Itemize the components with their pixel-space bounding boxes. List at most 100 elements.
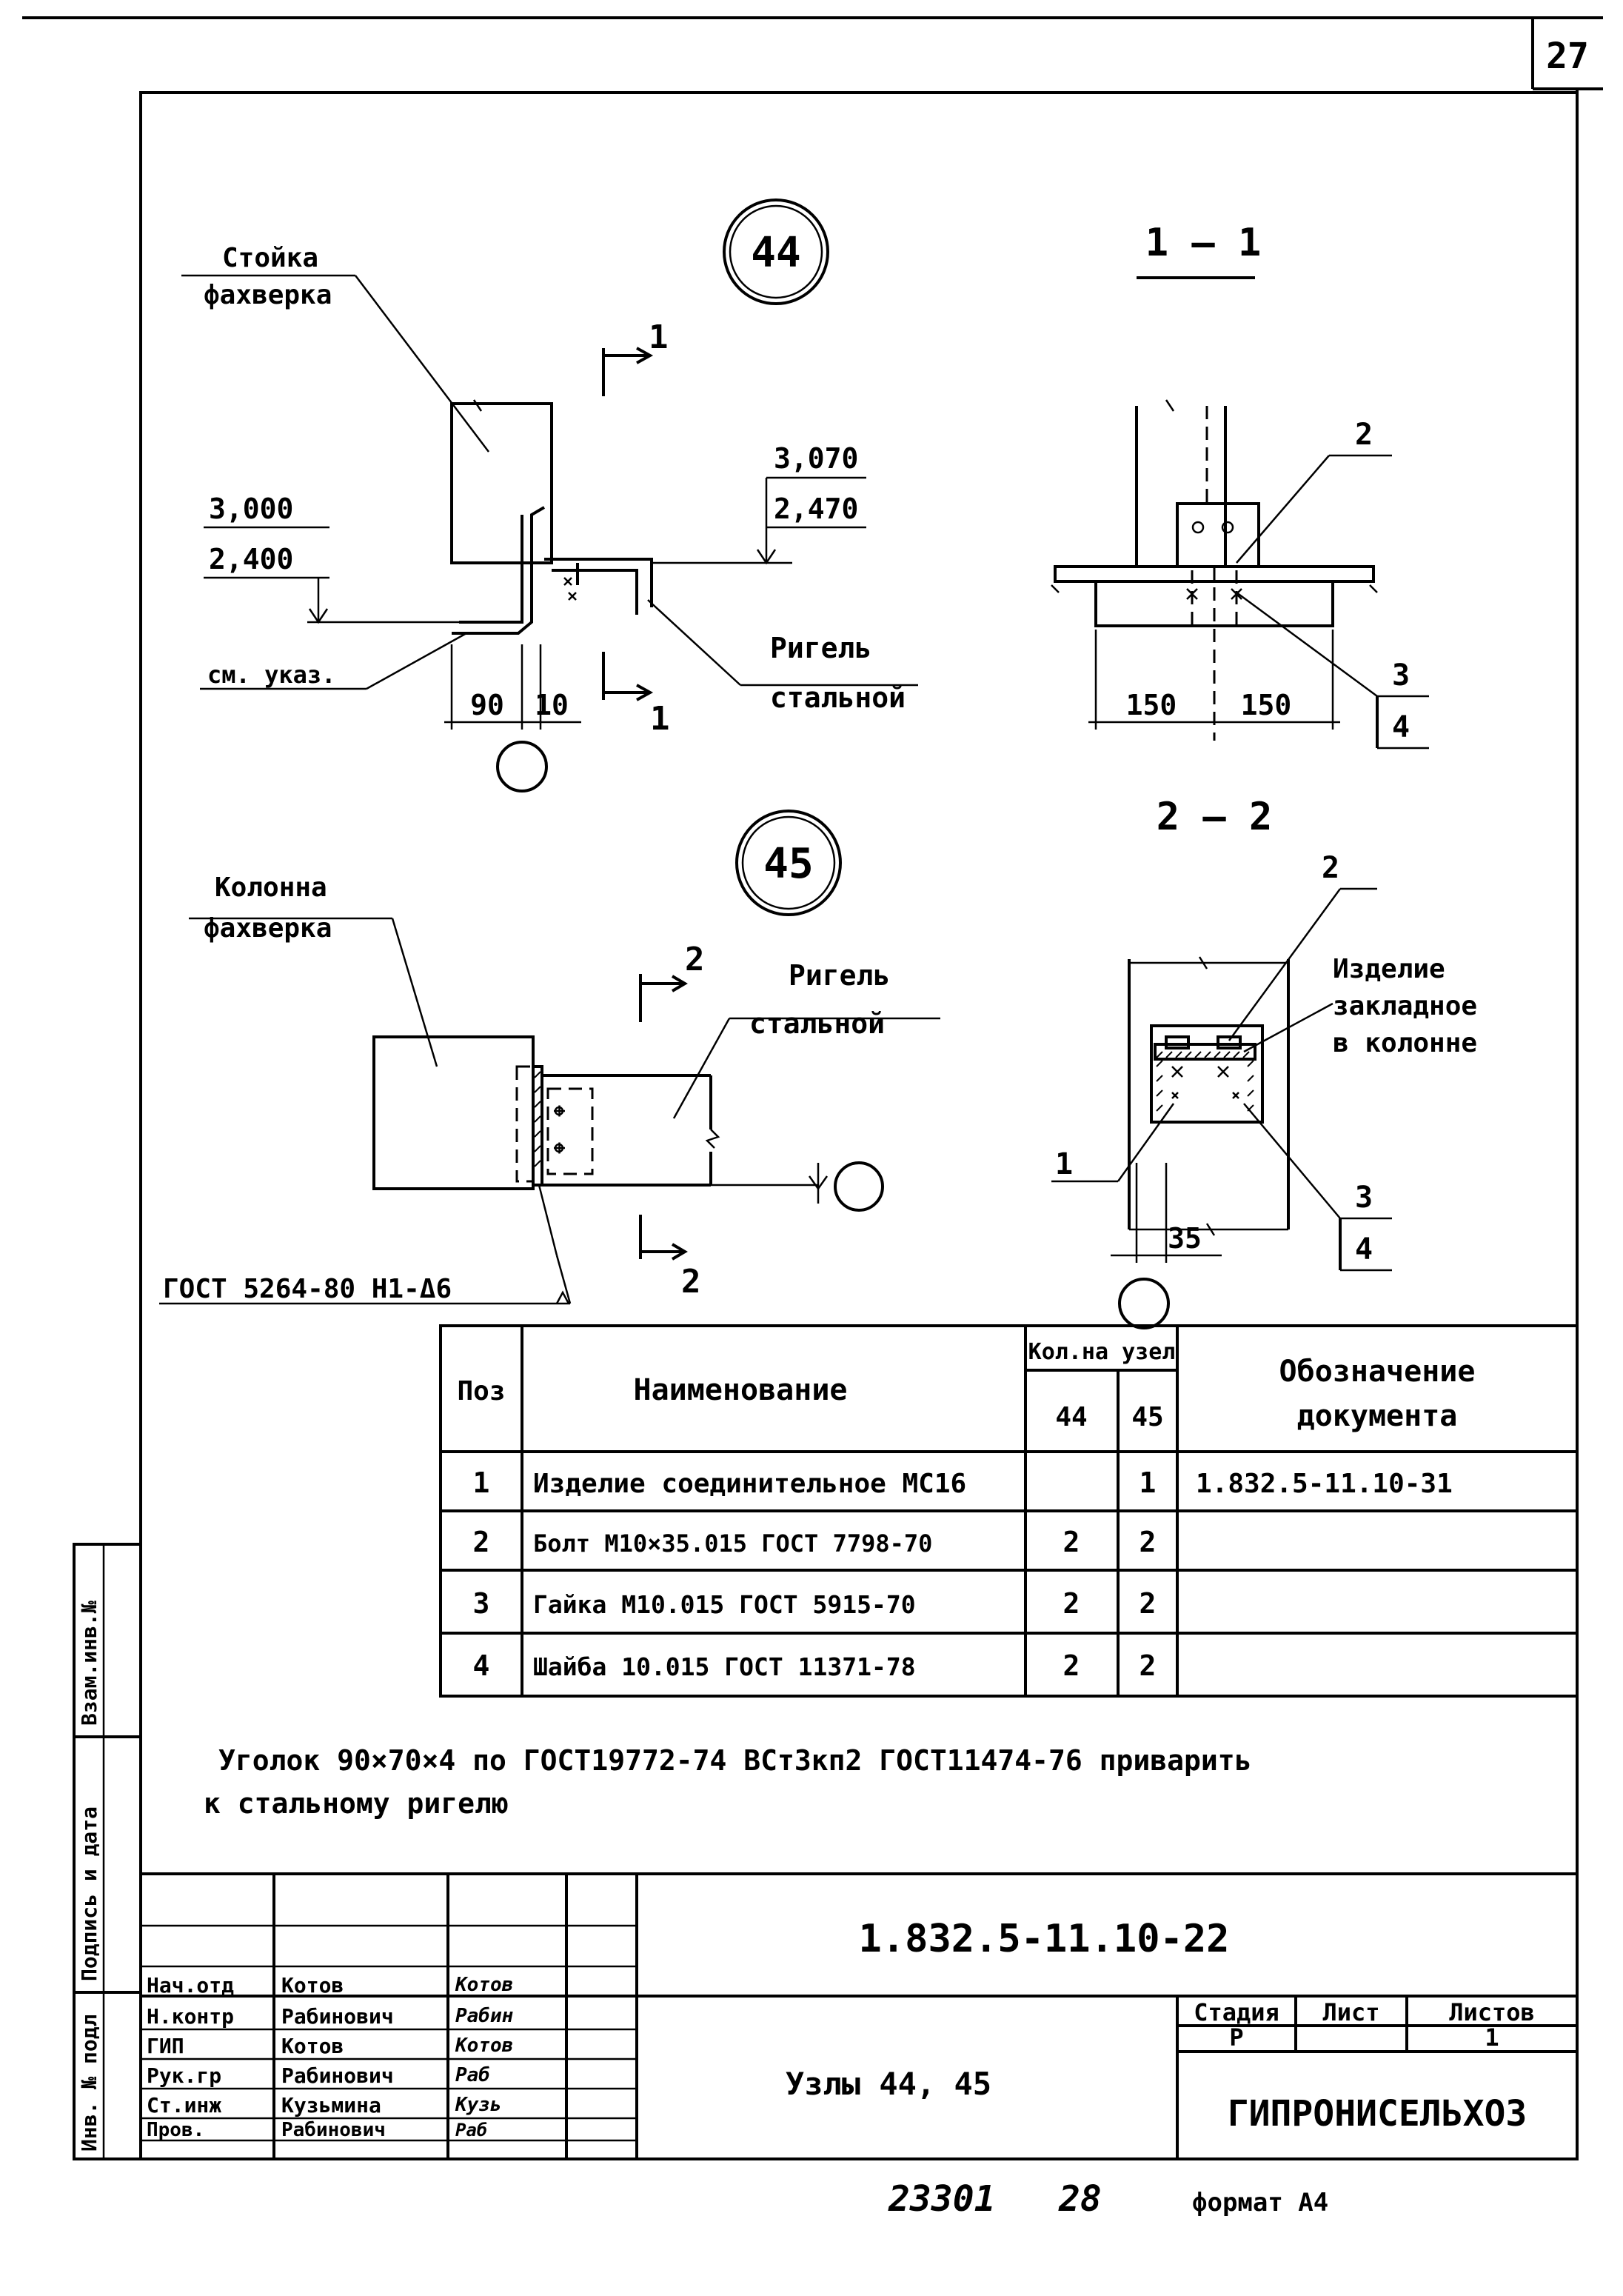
staff-name-2: Рабинович	[281, 2004, 394, 2029]
table-header-qty-45: 45	[1131, 1402, 1163, 1432]
node-45-section-mark-top: 2	[685, 941, 705, 978]
sec-dim-150-a: 150	[1126, 689, 1177, 721]
section-2-2-title: 2 – 2	[1157, 795, 1273, 839]
side-stamp-replace: Взам.инв.№	[77, 1601, 101, 1726]
section-2-2-drawing	[1051, 887, 1392, 1329]
node-44-label: 44	[751, 229, 800, 277]
table-header-qty-44: 44	[1055, 1402, 1087, 1432]
row-2-q44: 2	[1063, 1526, 1080, 1558]
callout-2-s22: 2	[1322, 851, 1339, 885]
row-3-q44: 2	[1063, 1587, 1080, 1620]
staff-sign-5: Кузь	[455, 2094, 502, 2116]
side-stamp-signature: Подпись и дата	[77, 1806, 101, 1981]
table-header-doc-2: документа	[1297, 1399, 1458, 1433]
row-1-q45: 1	[1140, 1466, 1157, 1499]
table-header-qty: Кол.на узел	[1028, 1339, 1176, 1365]
callout-2-s11: 2	[1355, 418, 1373, 452]
stage-value: Р	[1229, 2023, 1243, 2052]
node-45-label: 45	[763, 840, 813, 888]
table-row: 2 Болт М10×35.015 ГОСТ 7798-70 2 2	[473, 1526, 1157, 1558]
title-block	[141, 1872, 1577, 2159]
page-number: 27	[1546, 36, 1589, 77]
stage-header: Стадия	[1194, 1998, 1279, 2026]
staff-sign-3: Котов	[455, 2035, 513, 2057]
dim-90: 90	[470, 689, 504, 721]
stamp-number: 23301	[888, 2178, 996, 2220]
staff-role-1: Нач.отд	[147, 1973, 234, 1998]
elevation-right-2: 2,470	[774, 493, 858, 525]
section-1-1-title: 1 – 1	[1145, 221, 1262, 265]
staff-sign-1: Котов	[455, 1974, 513, 1996]
callout-1-s22: 1	[1055, 1147, 1073, 1181]
sheets-value: 1	[1485, 2023, 1499, 2052]
sheet-header: Лист	[1322, 1998, 1379, 2026]
beam-label-2-n44: стальной	[770, 681, 906, 714]
table-row: 3 Гайка М10.015 ГОСТ 5915-70 2 2	[473, 1587, 1157, 1620]
staff-sign-4: Раб	[455, 2064, 490, 2086]
staff-name-6: Рабинович	[281, 2119, 386, 2141]
row-1-name: Изделие соединительное МС16	[533, 1469, 966, 1499]
staff-role-2: Н.контр	[147, 2004, 234, 2029]
row-2-q45: 2	[1140, 1526, 1157, 1558]
sheets-header: Листов	[1449, 1998, 1535, 2026]
sec-dim-150-b: 150	[1241, 689, 1292, 721]
dim-35: 35	[1168, 1222, 1202, 1255]
staff-name-5: Кузьмина	[281, 2093, 381, 2118]
row-3-q45: 2	[1140, 1587, 1157, 1620]
beam-label-1-n44: Ригель	[770, 632, 871, 664]
post-label-1: Стойка	[222, 243, 318, 273]
callout-4-s22: 4	[1355, 1232, 1373, 1267]
staff-role-4: Рук.гр	[147, 2063, 221, 2088]
staff-name-4: Рабинович	[281, 2063, 394, 2088]
note-line-2: к стальному ригелю	[204, 1787, 509, 1820]
elevation-left-1: 3,000	[209, 493, 293, 525]
row-4-q44: 2	[1063, 1649, 1080, 1682]
embed-label-3: в колонне	[1333, 1028, 1477, 1058]
row-3-pos: 3	[473, 1587, 490, 1620]
staff-name-3: Котов	[281, 2034, 344, 2058]
table-row: 1 Изделие соединительное МС16 1 1.832.5-…	[473, 1466, 1453, 1499]
staff-sign-6: Раб	[455, 2120, 487, 2140]
staff-role-3: ГИП	[147, 2034, 184, 2058]
doc-code: 1.832.5-11.10-22	[859, 1917, 1230, 1961]
staff-role-5: Ст.инж	[147, 2093, 221, 2118]
callout-3-s22: 3	[1355, 1181, 1373, 1215]
row-1-doc: 1.832.5-11.10-31	[1196, 1469, 1453, 1499]
node-44-drawing	[181, 198, 918, 792]
table-row: 4 Шайба 10.015 ГОСТ 11371-78 2 2	[473, 1649, 1157, 1682]
staff-name-1: Котов	[281, 1973, 344, 1998]
callout-4-s11: 4	[1392, 710, 1410, 744]
node-44-section-mark-bottom: 1	[650, 700, 670, 738]
node-45-drawing	[159, 810, 940, 1305]
dim-10: 10	[535, 689, 569, 721]
table-header-name: Наименование	[634, 1373, 848, 1407]
organization-name: ГИПРОНИСЕЛЬХОЗ	[1228, 2093, 1527, 2135]
staff-sign-2: Рабин	[455, 2005, 513, 2027]
side-stamp	[73, 1543, 142, 2160]
callout-3-s11: 3	[1392, 658, 1410, 693]
node-44-section-mark-top: 1	[649, 318, 669, 356]
side-stamp-original: Инв. № подл	[77, 2015, 101, 2152]
table-header-doc-1: Обозначение	[1279, 1355, 1476, 1389]
elevation-right-1: 3,070	[774, 442, 858, 475]
column-label-1: Колонна	[215, 872, 327, 903]
row-4-pos: 4	[473, 1649, 490, 1682]
staff-role-6: Пров.	[147, 2119, 204, 2141]
row-2-pos: 2	[473, 1526, 490, 1558]
row-4-name: Шайба 10.015 ГОСТ 11371-78	[533, 1652, 916, 1681]
table-header-pos: Поз	[457, 1376, 505, 1406]
sheet-frame	[22, 16, 1603, 2160]
embed-label-1: Изделие	[1333, 954, 1445, 984]
weld-note: ГОСТ 5264-80 Н1-Δ6	[163, 1274, 452, 1304]
beam-label-2-n45: стальной	[749, 1007, 885, 1040]
node-45-section-mark-bottom: 2	[681, 1263, 701, 1301]
spec-table	[439, 1324, 1579, 1698]
sheet-title: Узлы 44, 45	[786, 2066, 991, 2102]
copy-number: 28	[1058, 2178, 1102, 2220]
row-2-name: Болт М10×35.015 ГОСТ 7798-70	[533, 1529, 932, 1558]
beam-label-1-n45: Ригель	[789, 959, 890, 992]
embed-label-2: закладное	[1333, 991, 1477, 1021]
column-label-2: фахверка	[204, 913, 332, 944]
note-line-1: Уголок 90×70×4 по ГОСТ19772-74 ВСт3кп2 Г…	[218, 1744, 1252, 1777]
